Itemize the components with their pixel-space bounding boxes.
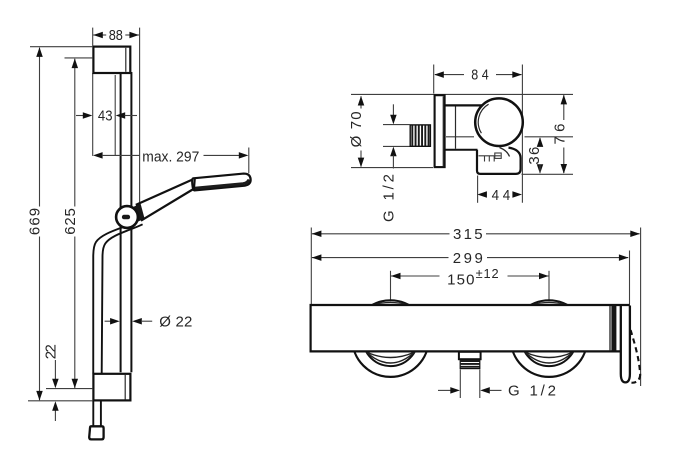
svg-text:Ø 70: Ø 70 <box>348 111 365 147</box>
svg-text:4 4: 4 4 <box>492 187 511 204</box>
svg-text:625: 625 <box>62 208 79 235</box>
svg-text:G 1/2: G 1/2 <box>381 174 398 222</box>
svg-text:22: 22 <box>42 344 59 359</box>
svg-text:max. 297: max. 297 <box>142 148 199 165</box>
svg-text:G 1/2: G 1/2 <box>508 382 556 399</box>
svg-text:88: 88 <box>109 27 123 44</box>
svg-text:8 4: 8 4 <box>471 67 488 84</box>
svg-text:669: 669 <box>27 208 44 235</box>
svg-text:36: 36 <box>526 147 543 165</box>
svg-text:Ø 22: Ø 22 <box>159 314 192 331</box>
svg-text:43: 43 <box>98 108 113 125</box>
svg-text:315: 315 <box>453 226 483 243</box>
svg-text:299: 299 <box>453 250 483 267</box>
